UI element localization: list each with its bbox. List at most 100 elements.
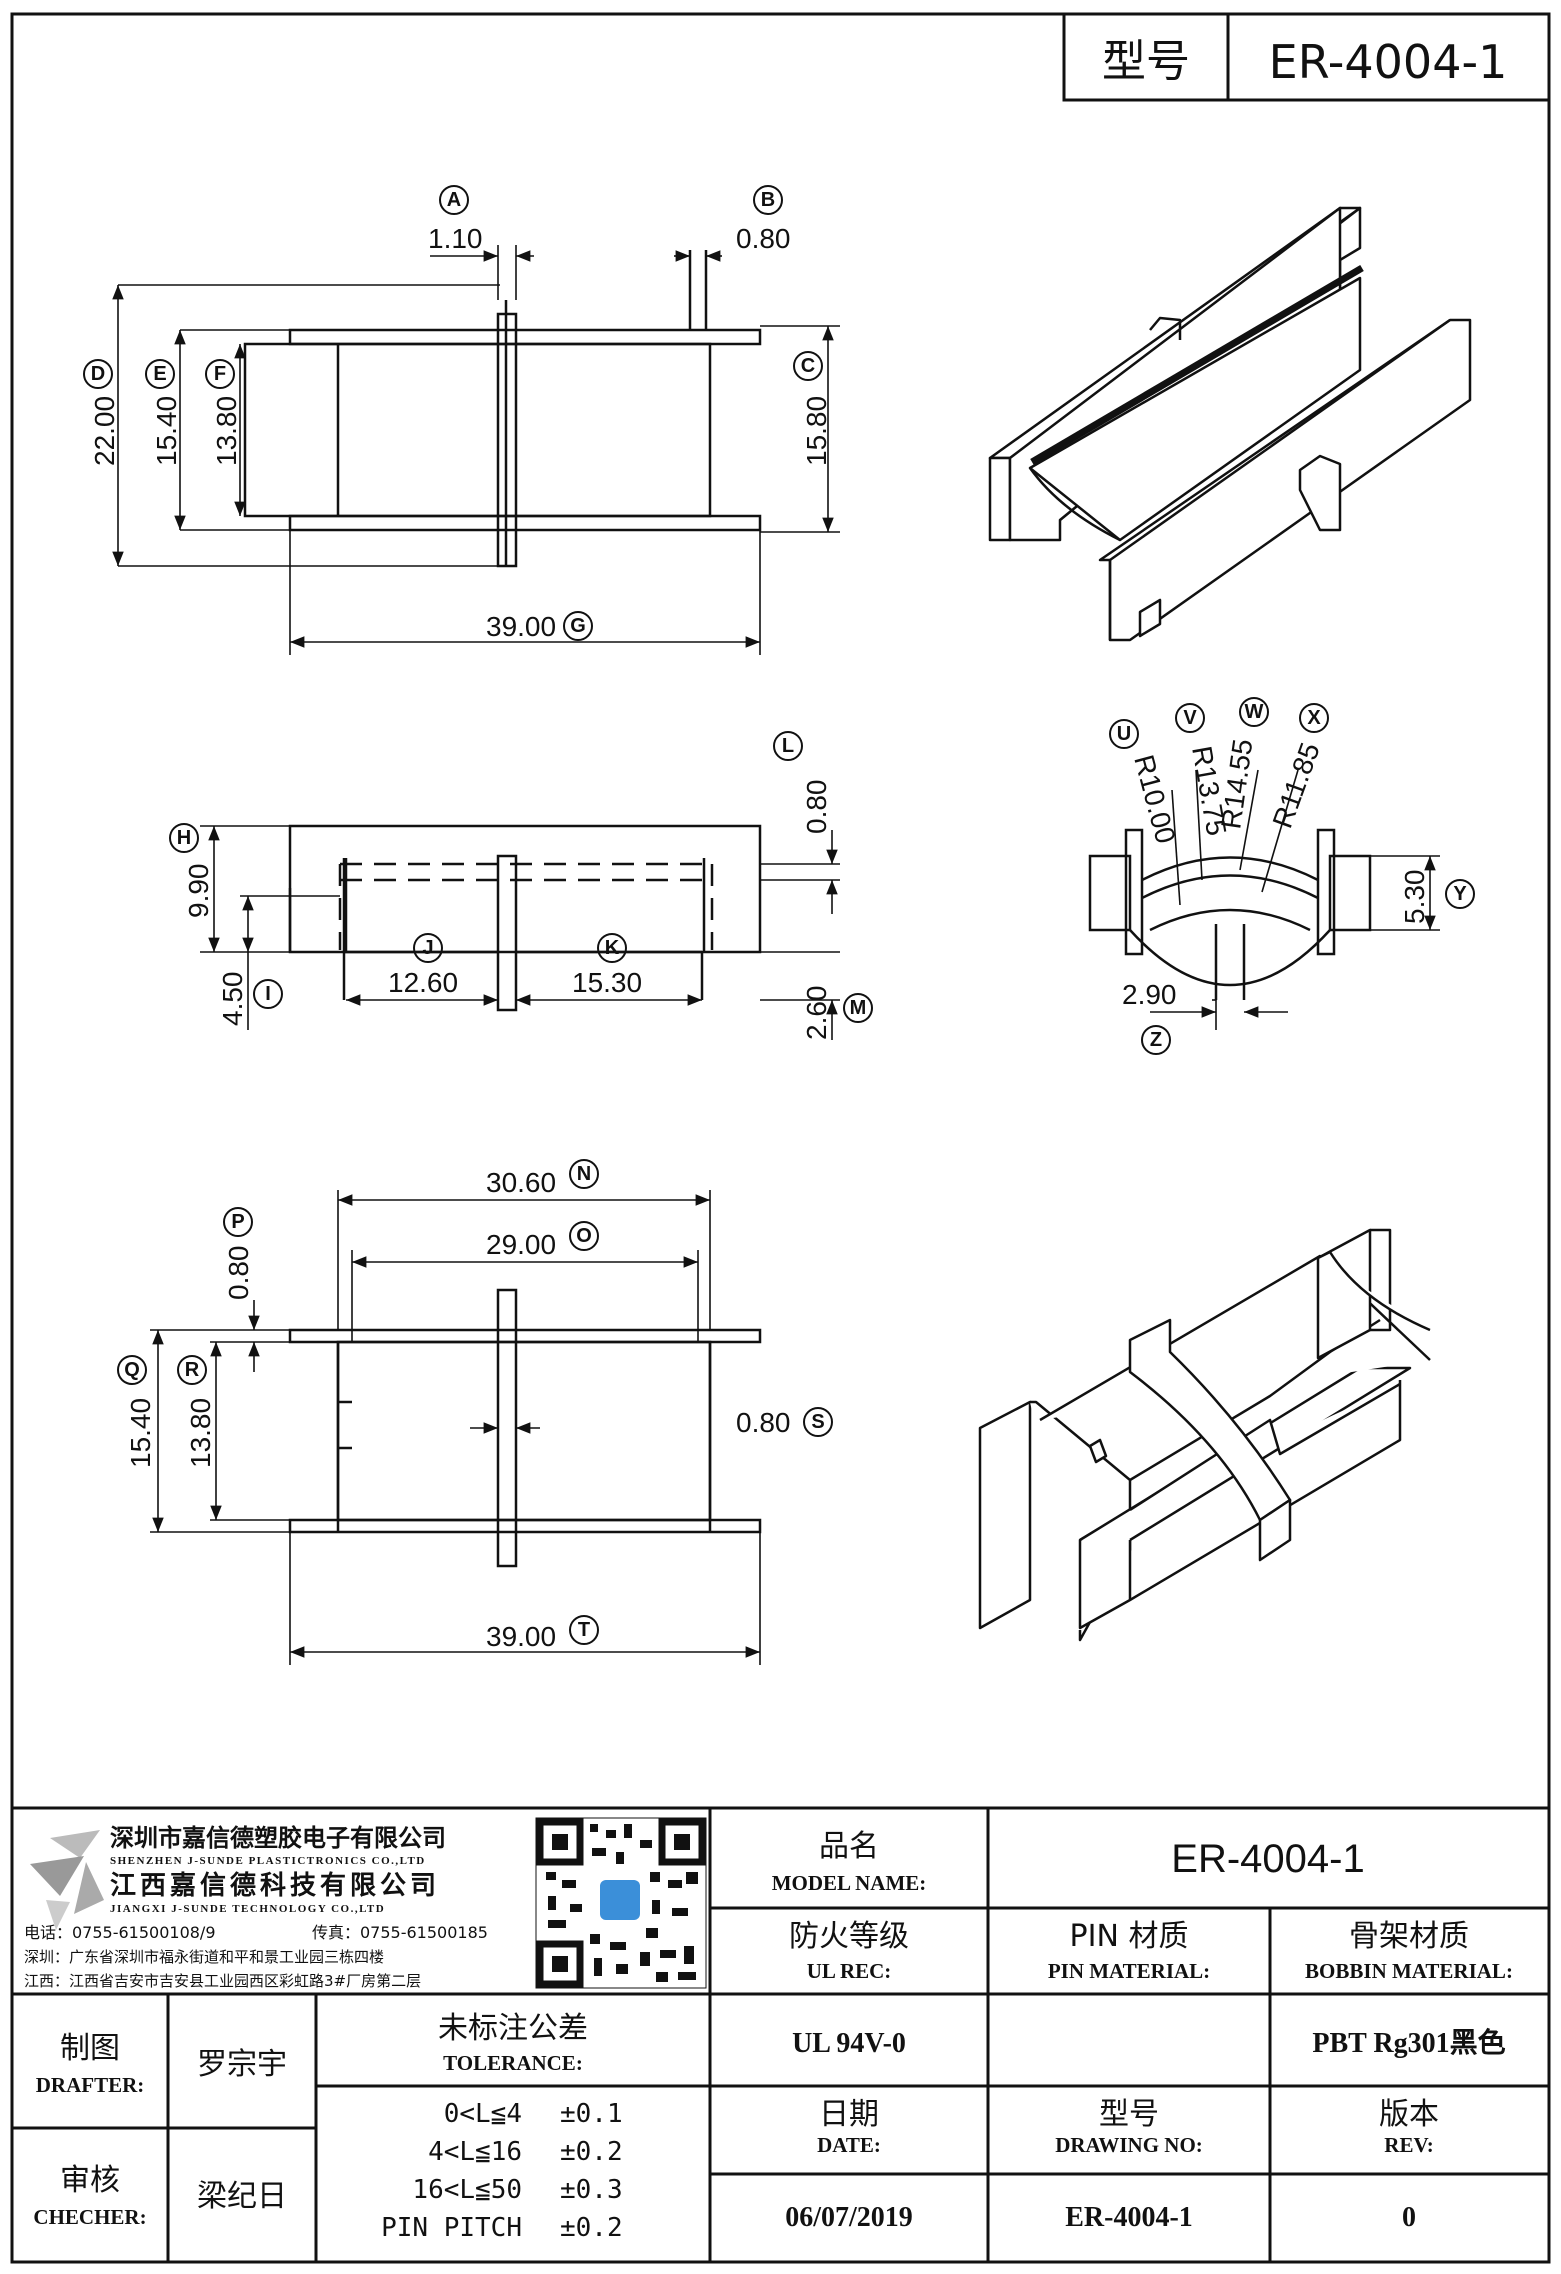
end-view (1088, 769, 1372, 1000)
ul-en: UL REC: (807, 1959, 892, 1983)
dim-S-value: 0.80 (736, 1407, 791, 1438)
top-view-dims (112, 245, 840, 655)
label-M: M (850, 997, 867, 1019)
label-E: E (153, 363, 166, 385)
label-Y: Y (1453, 883, 1467, 905)
label-D: D (91, 363, 105, 385)
tolerance-en: TOLERANCE: (443, 2051, 583, 2075)
tol-row-value: ±0.2 (560, 2137, 623, 2167)
dim-G-value: 39.00 (486, 611, 556, 642)
dim-Y-value: 5.30 (1399, 870, 1430, 925)
ul-value: UL 94V-0 (792, 2028, 906, 2059)
bobbin-value: PBT Rg301黑色 (1312, 2026, 1505, 2059)
dim-B-value: 0.80 (736, 223, 791, 254)
label-N: N (577, 1163, 591, 1185)
drafter-cn: 制图 (60, 2031, 120, 2066)
bobbin-en: BOBBIN MATERIAL: (1305, 1959, 1513, 1983)
dim-Q-value: 15.40 (125, 1398, 156, 1468)
title-block-texts: 品名 MODEL NAME: ER-4004-1 防火等级 UL REC: PI… (33, 1829, 1513, 2243)
rev-cn: 版本 (1379, 2097, 1439, 2132)
label-F: F (214, 363, 226, 385)
side-view-dims (200, 825, 840, 1040)
dim-D-value: 22.00 (89, 396, 120, 466)
label-G: G (570, 615, 586, 637)
company-name-jx: 江西嘉信德科技有限公司 (110, 1871, 440, 1901)
date-cn: 日期 (819, 2097, 879, 2132)
side-view (288, 824, 762, 1012)
side-view-hidden (338, 862, 714, 950)
tol-row-range: 4<L≦16 (428, 2137, 522, 2167)
label-B: B (761, 189, 775, 211)
dim-H-value: 9.90 (183, 864, 214, 919)
tol-row-range: PIN PITCH (381, 2213, 522, 2243)
drafter-en: DRAFTER: (36, 2073, 145, 2097)
dim-F-value: 13.80 (211, 396, 242, 466)
dwg-en: DRAWING NO: (1055, 2133, 1203, 2157)
dim-M-value: 2.60 (801, 986, 832, 1041)
dwg-value: ER-4004-1 (1065, 2202, 1193, 2233)
dim-A-value: 1.10 (428, 223, 483, 254)
dim-I-value: 4.50 (217, 972, 248, 1027)
header-type-label: 型号 (1102, 36, 1190, 87)
label-Z: Z (1150, 1029, 1162, 1051)
label-A: A (447, 189, 461, 211)
label-R: R (185, 1359, 200, 1381)
label-T: T (578, 1619, 590, 1641)
label-U: U (1117, 723, 1131, 745)
label-V: V (1183, 707, 1197, 729)
dim-T-value: 39.00 (486, 1621, 556, 1652)
iso-view-top (988, 206, 1472, 642)
ul-cn: 防火等级 (789, 1919, 909, 1954)
rev-en: REV: (1384, 2133, 1433, 2157)
drafter-value: 罗宗宇 (197, 2047, 287, 2082)
dim-X-value: R11.85 (1267, 739, 1326, 833)
label-C: C (801, 355, 815, 377)
dim-O-value: 29.00 (486, 1229, 556, 1260)
company-info: 深圳市嘉信德塑胶电子有限公司 SHENZHEN J-SUNDE PLASTICT… (24, 1824, 488, 1990)
company-fax: 传真：0755-61500185 (312, 1923, 488, 1942)
dim-N-value: 30.60 (486, 1167, 556, 1198)
label-W: W (1245, 701, 1264, 723)
rev-value: 0 (1402, 2202, 1416, 2233)
dim-K-value: 15.30 (572, 967, 642, 998)
end-view-dims (1150, 855, 1440, 1030)
model-name-value: ER-4004-1 (1171, 1837, 1364, 1881)
dim-P-value: 0.80 (223, 1246, 254, 1301)
bobbin-cn: 骨架材质 (1349, 1919, 1469, 1954)
date-value: 06/07/2019 (785, 2202, 913, 2233)
label-P: P (231, 1211, 244, 1233)
label-S: S (811, 1411, 824, 1433)
tol-row-value: ±0.3 (560, 2175, 623, 2205)
pin-cn: PIN 材质 (1070, 1919, 1189, 1954)
checker-en: CHECHER: (33, 2205, 146, 2229)
dim-U-value: R10.00 (1128, 752, 1181, 847)
tolerance-cn: 未标注公差 (438, 2011, 588, 2046)
tol-row-range: 16<L≦50 (412, 2175, 522, 2205)
company-name-sz-en: SHENZHEN J-SUNDE PLASTICTRONICS CO.,LTD (110, 1855, 426, 1867)
label-I: I (265, 983, 271, 1005)
dim-C-value: 15.80 (801, 396, 832, 466)
date-en: DATE: (817, 2133, 881, 2157)
model-name-en: MODEL NAME: (772, 1871, 927, 1895)
dwg-cn: 型号 (1099, 2097, 1159, 2132)
checker-cn: 审核 (60, 2163, 120, 2198)
company-name-sz: 深圳市嘉信德塑胶电子有限公司 (110, 1824, 446, 1852)
company-logo (30, 1830, 104, 1930)
dim-W-value: R14.55 (1215, 737, 1258, 831)
label-O: O (576, 1225, 592, 1247)
company-tel: 电话：0755-61500108/9 (24, 1923, 216, 1942)
title-block (12, 1806, 1549, 2262)
label-Q: Q (124, 1359, 140, 1381)
checker-value: 梁纪日 (197, 2179, 287, 2214)
tol-row-value: ±0.2 (560, 2213, 623, 2243)
bottom-view-dims (150, 1190, 761, 1665)
label-K: K (605, 937, 620, 959)
callout-letters: A B C D E F G H I J K L M N O P Q R S T … (91, 189, 1468, 1641)
tol-row-range: 0<L≦4 (444, 2099, 522, 2129)
top-view (243, 250, 762, 568)
label-L: L (782, 735, 794, 757)
label-H: H (177, 827, 191, 849)
label-X: X (1307, 707, 1321, 729)
company-name-jx-en: JIANGXI J-SUNDE TECHNOLOGY CO.,LTD (110, 1903, 385, 1915)
